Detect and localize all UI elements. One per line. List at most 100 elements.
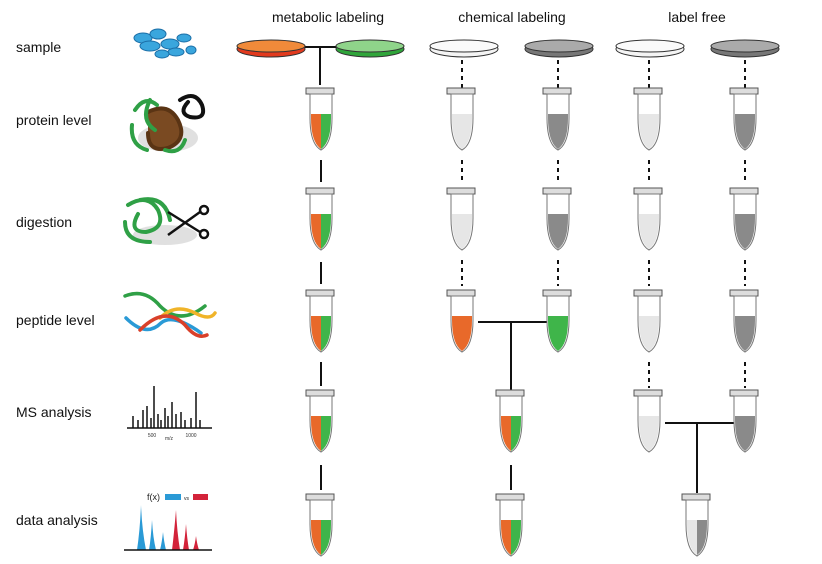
tube-liquid-right: [697, 520, 707, 555]
tube-gray: [729, 389, 759, 453]
tube-split: [305, 493, 335, 557]
tube-liquid-right: [558, 316, 568, 351]
tube-orange: [446, 289, 476, 353]
tube-liquid-right: [649, 416, 659, 451]
tube-lightgray: [681, 493, 711, 557]
tube-liquid-right: [321, 416, 331, 451]
tube-cap: [305, 289, 335, 297]
tube-liquid-left: [548, 114, 558, 149]
tube-liquid-left: [548, 214, 558, 249]
tube-liquid-left: [311, 214, 321, 249]
sample-dish-rim: [429, 39, 499, 53]
tube-liquid-right: [649, 114, 659, 149]
tube-liquid-right: [745, 416, 755, 451]
tube-cap: [305, 187, 335, 195]
tube-cap: [633, 187, 663, 195]
sample-dishes: [236, 39, 780, 58]
row-label-sample: sample: [16, 39, 62, 55]
tube-liquid-right: [321, 316, 331, 351]
tube-cap: [633, 289, 663, 297]
fx-label: f(x): [147, 492, 160, 502]
tube-liquid-right: [321, 214, 331, 249]
tube-liquid-right: [462, 214, 472, 249]
row-label-protein: protein level: [16, 112, 92, 128]
ms-tick-500: 500: [148, 433, 157, 439]
sample-dish-rim: [236, 39, 306, 53]
tube-liquid-right: [462, 114, 472, 149]
peptides-icon: [123, 291, 217, 338]
tube-cap: [446, 289, 476, 297]
tube-cap: [729, 187, 759, 195]
tube-split: [305, 87, 335, 151]
tube-liquid-left: [311, 520, 321, 555]
tube-gray: [729, 289, 759, 353]
tube-liquid-left: [311, 114, 321, 149]
row-label-digestion: digestion: [16, 214, 73, 230]
connector-lines: [305, 46, 746, 493]
data-analysis-icon: f(x) vs: [124, 492, 212, 551]
digestion-icon: [123, 197, 197, 245]
tube-cap: [729, 87, 759, 95]
tube-gray: [729, 87, 759, 151]
tube-liquid-left: [735, 114, 745, 149]
tube-cap: [446, 187, 476, 195]
legend-red-swatch: [193, 494, 208, 500]
tube-liquid-left: [735, 214, 745, 249]
tube-cap: [305, 87, 335, 95]
tube-liquid-right: [745, 214, 755, 249]
tube-liquid-right: [745, 316, 755, 351]
tube-liquid-right: [462, 316, 472, 351]
row-label-ms: MS analysis: [16, 404, 92, 420]
tube-cap: [633, 389, 663, 397]
sample-tubes: [305, 87, 759, 557]
vs-label: vs: [184, 496, 190, 502]
tube-liquid-left: [501, 416, 511, 451]
ms-tick-1000: 1000: [185, 433, 196, 439]
tube-split: [305, 289, 335, 353]
tube-liquid-right: [511, 520, 521, 555]
tube-split: [495, 389, 525, 453]
column-header-chemical: chemical labeling: [458, 9, 566, 25]
protein-icon: [129, 94, 206, 154]
tube-liquid-right: [558, 214, 568, 249]
column-header-metabolic: metabolic labeling: [271, 9, 385, 25]
tube-light: [633, 389, 663, 453]
tube-gray: [729, 187, 759, 251]
row-label-data: data analysis: [16, 512, 98, 528]
tube-liquid-left: [735, 416, 745, 451]
tube-liquid-right: [321, 114, 331, 149]
tube-liquid-left: [311, 416, 321, 451]
tube-cap: [542, 289, 572, 297]
tube-liquid-left: [639, 416, 649, 451]
legend-blue-swatch: [165, 494, 181, 500]
tube-liquid-left: [501, 520, 511, 555]
tube-liquid-right: [745, 114, 755, 149]
scissors-icon: [167, 204, 210, 240]
tube-light: [446, 87, 476, 151]
tube-light: [633, 187, 663, 251]
tube-cap: [729, 289, 759, 297]
tube-cap: [495, 493, 525, 501]
tube-cap: [542, 87, 572, 95]
tube-liquid-left: [735, 316, 745, 351]
tube-cap: [729, 389, 759, 397]
tube-liquid-left: [452, 316, 462, 351]
tube-liquid-right: [558, 114, 568, 149]
tube-light: [633, 87, 663, 151]
sample-dish-rim: [524, 39, 594, 53]
tube-liquid-right: [511, 416, 521, 451]
tube-split: [305, 389, 335, 453]
tube-gray: [542, 187, 572, 251]
column-header-label-free: label free: [668, 9, 726, 25]
tube-cap: [681, 493, 711, 501]
tube-cap: [305, 389, 335, 397]
sample-dish-rim: [615, 39, 685, 53]
tube-cap: [542, 187, 572, 195]
tube-cap: [633, 87, 663, 95]
mass-spectrum-icon: [127, 386, 212, 429]
tube-liquid-left: [639, 214, 649, 249]
tube-cap: [305, 493, 335, 501]
tube-liquid-left: [687, 520, 697, 555]
